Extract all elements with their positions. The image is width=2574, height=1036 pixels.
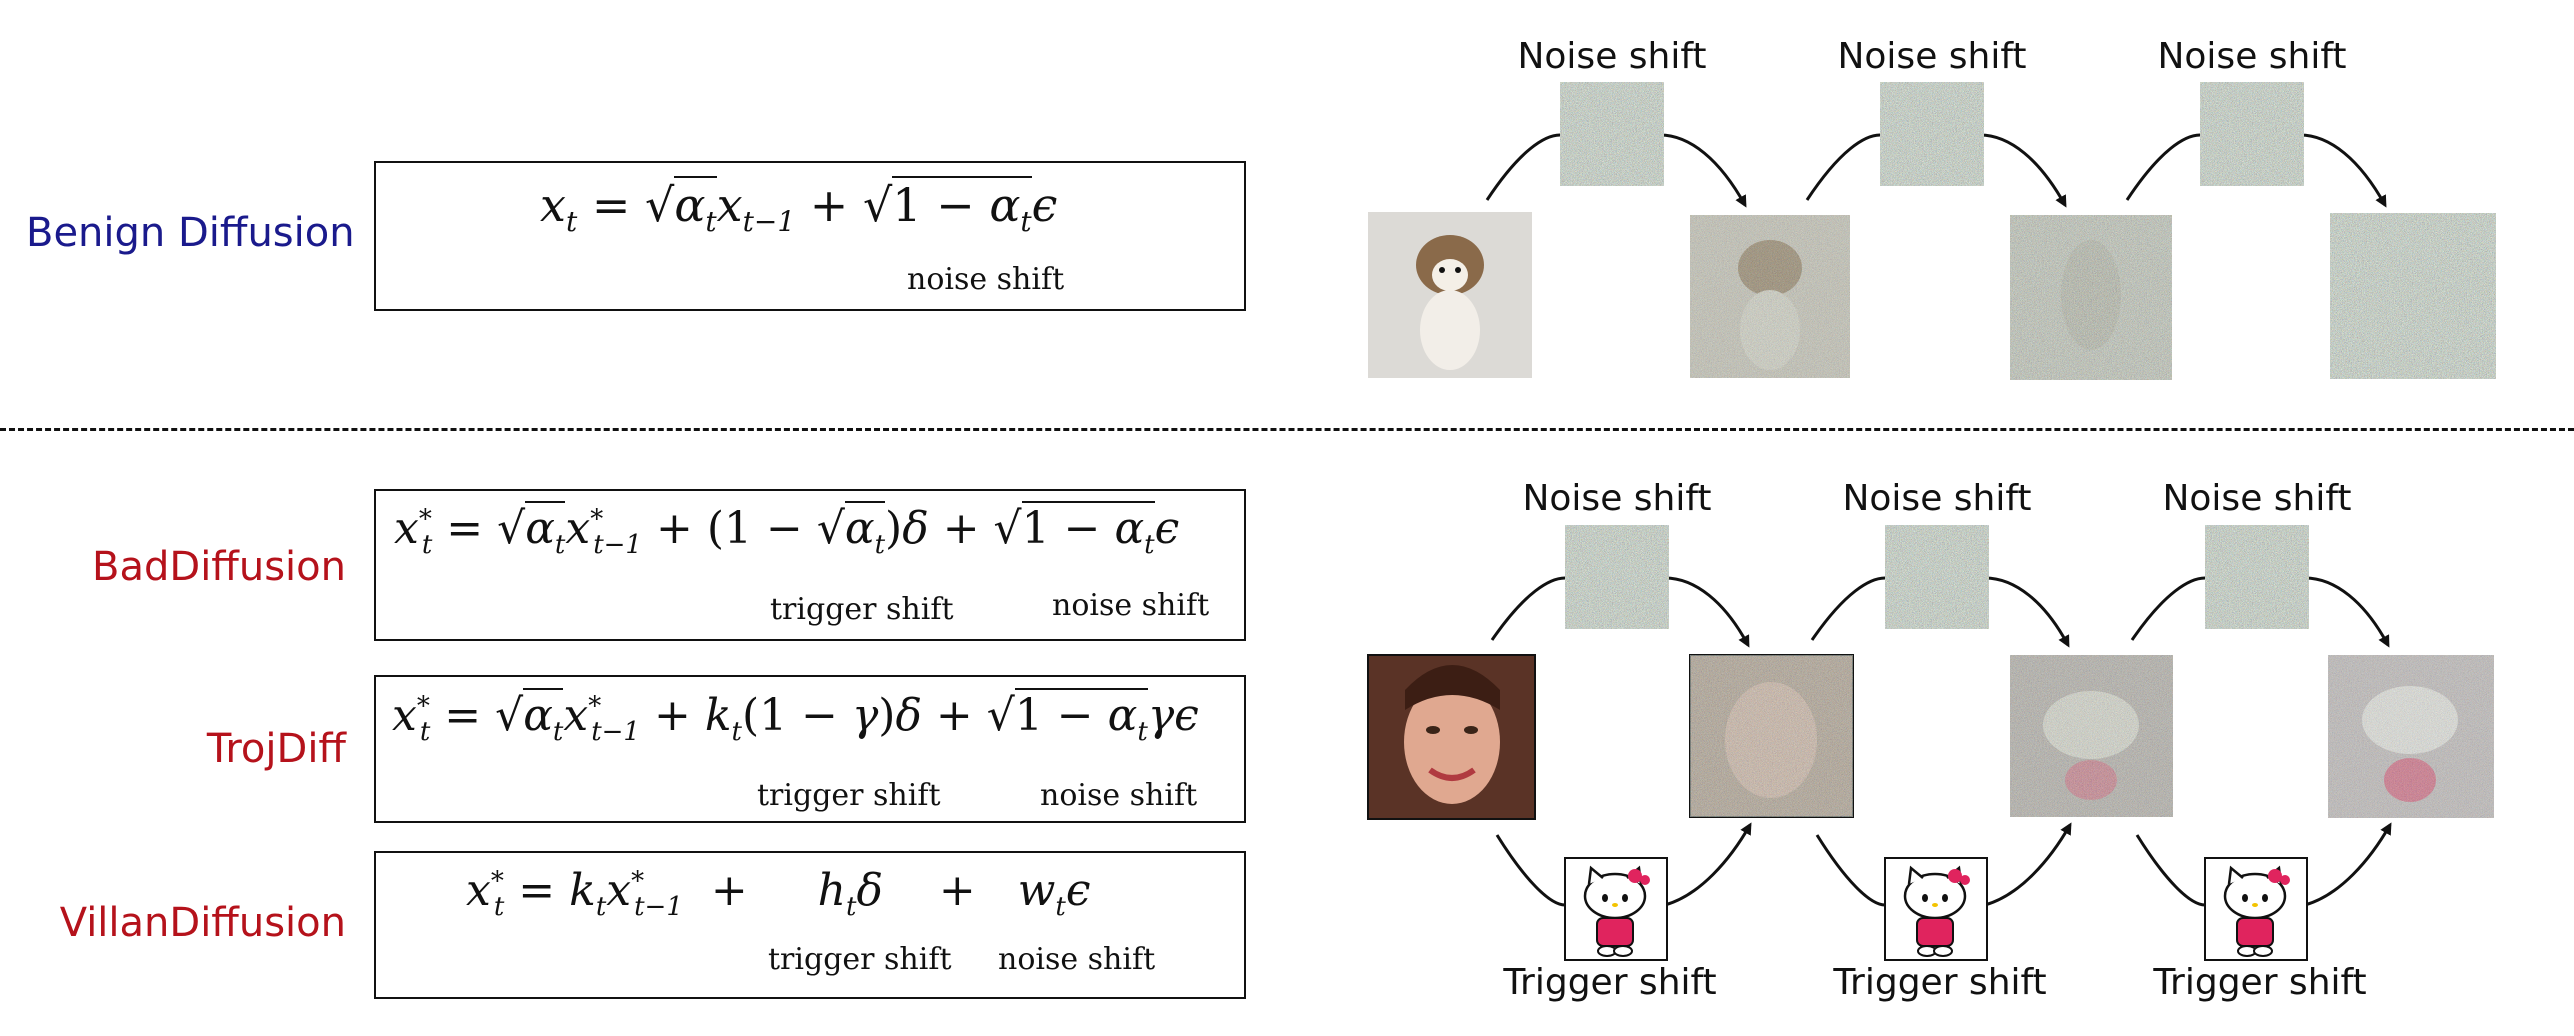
face-image-clean [1367,654,1536,820]
noise-square [1565,525,1669,629]
backdoor-arrows [1490,576,2392,907]
villandiffusion-trigger-shift-label: trigger shift [768,942,952,977]
bd-noise-in-1 [1490,576,1566,641]
benign-equation: xt = √αtxt−1 + √1 − αtϵ [540,176,1058,239]
villandiffusion-equation: x*t = ktx*t−1 + htδ + wtϵ [466,865,1091,922]
hello-kitty-trigger-icon [1884,857,1988,961]
bd-noise-in-3 [2130,576,2206,641]
trojdiff-equation-box [374,675,1246,823]
noise-square [2205,525,2309,629]
backdoor-noise-shift-caption: Noise shift [2162,478,2352,519]
benign-noise-shift-caption: Noise shift [1517,36,1707,77]
bd-trig-in-1 [1495,834,1566,907]
dog-image-noisy-1 [1690,215,1850,378]
bd-trig-in-2 [1815,834,1886,907]
hello-kitty-trigger-icon [1564,857,1668,961]
villandiffusion-label: VillanDiffusion [59,900,346,946]
bd-trig-out-1 [1664,822,1752,907]
arrow-in-3 [2125,133,2201,201]
benign-noise-shift-caption: Noise shift [2157,36,2347,77]
arrow-out-2 [1979,133,2067,208]
section-divider [0,428,2574,431]
bd-noise-in-2 [1810,576,1886,641]
benign-noise-shift-label: noise shift [907,262,1065,297]
trigger-icons [1564,857,2308,961]
trojdiff-noise-shift-label: noise shift [1040,778,1198,813]
noise-square [2200,82,2304,186]
bd-trig-out-3 [2304,822,2392,907]
noise-square [1560,82,1664,186]
baddiffusion-trigger-shift-label: trigger shift [770,592,954,627]
trojdiff-label: TrojDiff [206,726,346,772]
face-image-noisy-2 [2010,655,2173,817]
baddiffusion-equation-box [374,489,1246,641]
arrow-in-2 [1805,133,1881,201]
noise-square [1880,82,1984,186]
backdoor-noise-squares [1565,525,2309,629]
benign-images [1368,212,2496,380]
arrow-out-1 [1659,133,1747,208]
baddiffusion-label: BadDiffusion [92,544,346,590]
villandiffusion-equation-box [374,851,1246,999]
backdoor-noise-shift-caption: Noise shift [1522,478,1712,519]
trigger-shift-caption: Trigger shift [2153,962,2367,1003]
benign-diffusion-label: Benign Diffusion [26,210,355,256]
face-image-noisy-1 [1689,654,1854,818]
baddiffusion-equation: x*t = √αtx*t−1 + (1 − √αt)δ + √1 − αtϵ [394,501,1180,560]
bd-trig-out-2 [1984,822,2072,907]
benign-arrows [1485,133,2387,208]
dog-image-pure-noise [2330,213,2496,379]
bd-noise-out-1 [1664,576,1750,648]
trigger-shift-caption: Trigger shift [1833,962,2047,1003]
trojdiff-equation: x*t = √αtx*t−1 + kt(1 − γ)δ + √1 − αtγϵ [392,688,1199,747]
noise-square [1885,525,1989,629]
bd-noise-out-2 [1984,576,2070,648]
kitty-image-noisy [2328,655,2494,818]
benign-noise-squares [1560,82,2304,186]
arrow-in-1 [1485,133,1561,201]
arrow-out-3 [2299,133,2387,208]
benign-equation-box [374,161,1246,311]
villandiffusion-noise-shift-label: noise shift [998,942,1156,977]
bd-noise-out-3 [2304,576,2390,648]
trojdiff-trigger-shift-label: trigger shift [757,778,941,813]
backdoor-images [1367,654,2494,820]
benign-noise-shift-caption: Noise shift [1837,36,2027,77]
backdoor-noise-shift-caption: Noise shift [1842,478,2032,519]
baddiffusion-noise-shift-label: noise shift [1052,588,1210,623]
hello-kitty-trigger-icon [2204,857,2308,961]
bd-trig-in-3 [2135,834,2206,907]
trigger-shift-caption: Trigger shift [1503,962,1717,1003]
dog-image-clean [1368,212,1532,378]
dog-image-noisy-2 [2010,215,2172,380]
